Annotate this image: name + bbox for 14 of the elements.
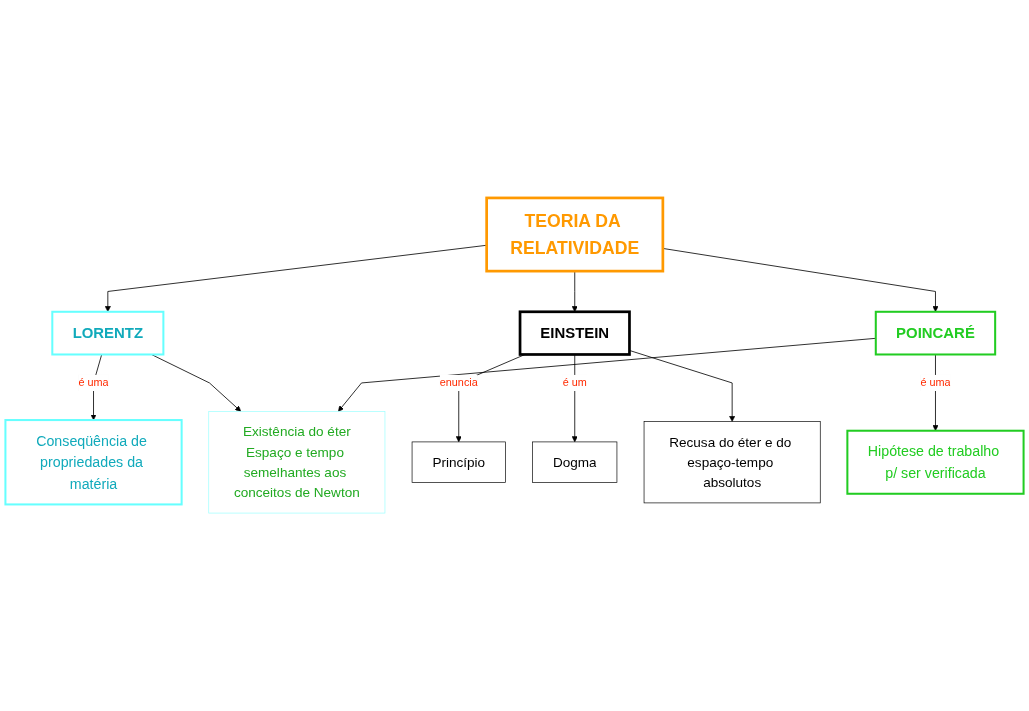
edge-label: enuncia bbox=[439, 376, 478, 389]
node-box: POINCARÉ bbox=[874, 310, 997, 356]
node-box: Hipótese de trabalho p/ ser verificada bbox=[846, 429, 1025, 495]
node-box: Dogma bbox=[532, 441, 618, 483]
node-box: EINSTEIN bbox=[518, 310, 631, 356]
node-box: Princípio bbox=[411, 441, 506, 483]
edge-label: é uma bbox=[78, 376, 109, 389]
node-box: TEORIA DA RELATIVIDADE bbox=[485, 196, 665, 273]
node-box: Existência do éter Espaço e tempo semelhantes aos conceitos de Newton bbox=[208, 411, 386, 514]
edge-label: é um bbox=[562, 376, 587, 389]
node-box: Recusa do éter e do espaço-tempo absolutos bbox=[643, 421, 821, 504]
node-box: Conseqüência de propriedades da matéria bbox=[4, 419, 183, 506]
node-box: LORENTZ bbox=[51, 310, 165, 356]
edge-label: é uma bbox=[920, 376, 951, 389]
